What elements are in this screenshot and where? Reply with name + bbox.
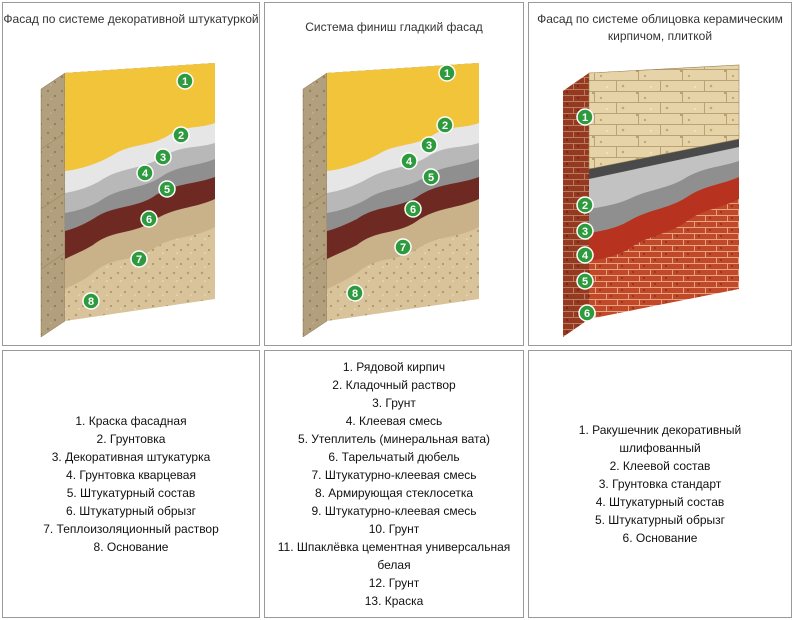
svg-text:4: 4 (406, 156, 413, 168)
layer-item: 1. Ракушечник декоративный шлифованный (578, 423, 742, 455)
marker-7: 7 (394, 238, 412, 256)
wall-cutaway-1: 1 2 3 4 5 6 7 8 (40, 63, 215, 338)
marker-4: 4 (136, 164, 154, 182)
illustration-decorative-plaster: 1 2 3 4 5 6 7 8 (3, 59, 259, 345)
wall-cutaway-3: 1 2 3 4 5 6 (563, 64, 740, 337)
svg-text:6: 6 (410, 204, 416, 216)
layer-item: 5. Штукатурный состав (66, 486, 196, 500)
svg-text:6: 6 (146, 214, 152, 226)
layer-shell-rock (589, 65, 739, 169)
wall-side-face (563, 73, 589, 337)
svg-text:1: 1 (182, 76, 188, 88)
marker-3: 3 (154, 148, 172, 166)
svg-text:3: 3 (160, 152, 166, 164)
layer-item: 7. Теплоизоляционный раствор (43, 522, 219, 536)
marker-2: 2 (172, 126, 190, 144)
layer-item: 5. Штукатурный обрызг (594, 513, 726, 527)
marker-4: 4 (400, 152, 418, 170)
svg-text:5: 5 (164, 184, 170, 196)
layer-item: 4. Штукатурный состав (595, 495, 725, 509)
svg-text:4: 4 (582, 250, 589, 262)
illustration-smooth-facade: 1 2 3 4 5 6 7 8 (265, 59, 523, 345)
svg-text:7: 7 (136, 254, 142, 266)
cell-ceramic-cladding-illustration: Фасад по системе облицовка керамическим … (528, 2, 792, 346)
column-title: Фасад по системе облицовка керамическим … (537, 12, 783, 43)
svg-text:1: 1 (582, 112, 588, 124)
marker-7: 7 (130, 250, 148, 268)
layer-item: 2. Клеевой состав (609, 459, 711, 473)
layer-item: 11. Шпаклёвка цементная универсальная бе… (277, 540, 511, 572)
layer-item: 8. Армирующая стеклосетка (314, 486, 474, 500)
layer-item: 2. Грунтовка (96, 432, 166, 446)
svg-text:3: 3 (582, 226, 588, 238)
svg-text:4: 4 (142, 168, 149, 180)
cell-smooth-facade-illustration: Система финиш гладкий фасад 1 2 (264, 2, 524, 346)
layer-item: 1. Краска фасадная (75, 414, 187, 428)
svg-text:2: 2 (582, 200, 588, 212)
layer-item: 6. Тарельчатый дюбель (328, 450, 460, 464)
layer-item: 5. Утеплитель (минеральная вата) (297, 432, 491, 446)
layer-item: 13. Краска (364, 594, 424, 608)
layer-item: 4. Клеевая смесь (345, 414, 443, 428)
svg-text:6: 6 (584, 308, 590, 320)
marker-8: 8 (346, 284, 364, 302)
layer-item: 6. Штукатурный обрызг (65, 504, 197, 518)
marker-5: 5 (422, 168, 440, 186)
column-title: Система финиш гладкий фасад (305, 20, 483, 34)
layer-item: 3. Грунтовка стандарт (598, 477, 722, 491)
marker-6: 6 (404, 200, 422, 218)
marker-1: 1 (438, 64, 456, 82)
svg-text:8: 8 (352, 288, 358, 300)
svg-text:1: 1 (444, 68, 450, 80)
cell-ceramic-cladding-layers: 1. Ракушечник декоративный шлифованный 2… (528, 350, 792, 618)
svg-text:7: 7 (400, 242, 406, 254)
layer-item: 3. Грунт (372, 396, 416, 410)
layer-item: 10. Грунт (368, 522, 420, 536)
layer-paint (65, 63, 215, 171)
layer-item: 2. Кладочный раствор (332, 378, 456, 392)
column-title: Фасад по системе декоративной штукатурко… (3, 12, 259, 26)
marker-2: 2 (436, 116, 454, 134)
layer-item: 7. Штукатурно-клеевая смесь (311, 468, 477, 482)
layer-item: 6. Основание (622, 531, 698, 545)
layer-item: 8. Основание (93, 540, 169, 554)
cell-decorative-plaster-illustration: Фасад по системе декоративной штукатурко… (2, 2, 260, 346)
marker-5: 5 (158, 180, 176, 198)
svg-text:8: 8 (88, 296, 94, 308)
cell-decorative-plaster-layers: 1. Краска фасадная 2. Грунтовка 3. Декор… (2, 350, 260, 618)
marker-1: 1 (176, 72, 194, 90)
layer-item: 9. Штукатурно-клеевая смесь (311, 504, 477, 518)
svg-text:2: 2 (442, 120, 448, 132)
layer-item: 4. Грунтовка кварцевая (66, 468, 196, 482)
layer-list: 1. Ракушечник декоративный шлифованный 2… (565, 421, 755, 547)
svg-text:5: 5 (428, 172, 434, 184)
marker-3: 3 (576, 222, 594, 240)
svg-text:5: 5 (582, 276, 588, 288)
marker-6: 6 (578, 304, 596, 322)
marker-8: 8 (82, 292, 100, 310)
layer-item: 1. Рядовой кирпич (342, 360, 446, 374)
illustration-ceramic-cladding: 1 2 3 4 5 6 (529, 59, 791, 345)
svg-text:2: 2 (178, 130, 184, 142)
marker-1: 1 (576, 108, 594, 126)
layer-paint (327, 63, 479, 171)
marker-2: 2 (576, 196, 594, 214)
wall-cutaway-2: 1 2 3 4 5 6 7 8 (302, 63, 479, 338)
layer-list: 1. Рядовой кирпич 2. Кладочный раствор 3… (269, 358, 519, 610)
marker-3: 3 (420, 136, 438, 154)
layer-item: 3. Декоративная штукатурка (51, 450, 211, 464)
marker-6: 6 (140, 210, 158, 228)
marker-4: 4 (576, 246, 594, 264)
cell-smooth-facade-layers: 1. Рядовой кирпич 2. Кладочный раствор 3… (264, 350, 524, 618)
svg-text:3: 3 (426, 140, 432, 152)
marker-5: 5 (576, 272, 594, 290)
layer-item: 12. Грунт (368, 576, 420, 590)
layer-list: 1. Краска фасадная 2. Грунтовка 3. Декор… (31, 412, 231, 556)
